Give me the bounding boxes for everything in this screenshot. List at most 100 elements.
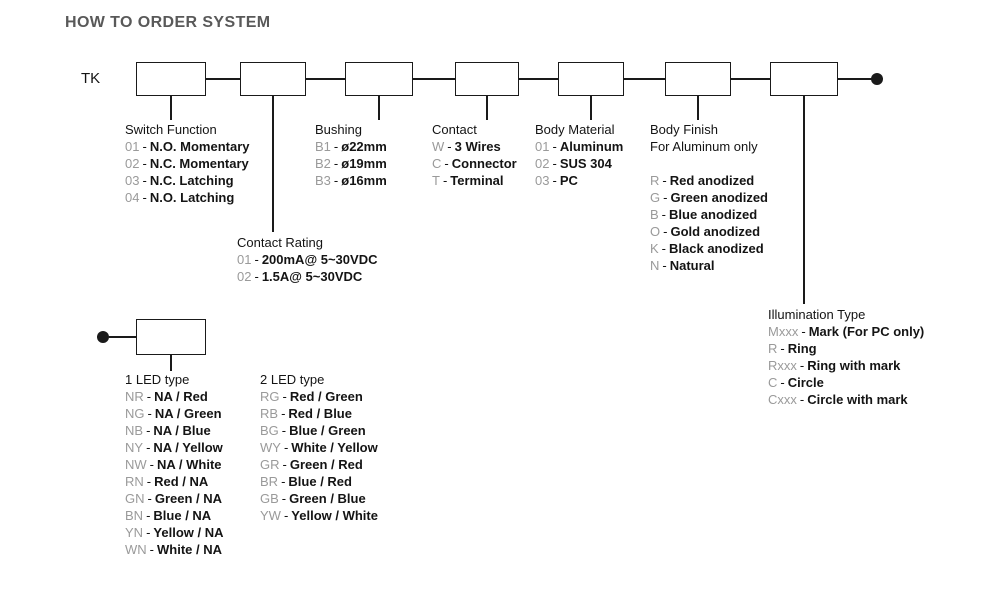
- item-desc: Blue / NA: [153, 508, 212, 523]
- group-header: 2 LED type: [260, 372, 325, 387]
- item-desc: NA / Red: [154, 389, 208, 404]
- item-code: 03: [535, 173, 550, 188]
- code-item: 02-SUS 304: [535, 155, 623, 172]
- item-separator: -: [281, 474, 286, 489]
- group-header: Body Material: [535, 122, 615, 137]
- item-separator: -: [281, 491, 287, 506]
- field-box-switch-function: [136, 62, 206, 96]
- code-item: T-Terminal: [432, 172, 517, 189]
- item-separator: -: [142, 173, 147, 188]
- item-code: W: [432, 139, 445, 154]
- item-desc: Red anodized: [669, 173, 755, 188]
- leader-line: [272, 96, 274, 232]
- item-code: T: [432, 173, 440, 188]
- item-desc: N.C. Momentary: [149, 156, 249, 171]
- code-item: B3-ø16mm: [315, 172, 387, 189]
- field-box-led: [136, 319, 206, 355]
- connector-line: [731, 78, 770, 80]
- group-header: Contact Rating: [237, 235, 323, 250]
- code-item: GN-Green / NA: [125, 490, 223, 507]
- item-separator: -: [661, 207, 667, 222]
- item-desc: Green / Blue: [289, 491, 366, 506]
- item-separator: -: [254, 269, 259, 284]
- code-item: 02-N.C. Momentary: [125, 155, 250, 172]
- item-code: 01: [237, 252, 252, 267]
- code-item: BR-Blue / Red: [260, 473, 378, 490]
- code-item: 03-PC: [535, 172, 623, 189]
- item-desc: Green / Red: [289, 457, 363, 472]
- item-separator: -: [444, 156, 449, 171]
- item-code: B: [650, 207, 659, 222]
- item-separator: -: [333, 139, 339, 154]
- item-code: Cxxx: [768, 392, 797, 407]
- field-box-body-material: [558, 62, 624, 96]
- group-contact: Contact W-3 Wires C-Connector T-Terminal: [432, 121, 517, 189]
- item-desc: Connector: [451, 156, 517, 171]
- item-separator: -: [780, 341, 785, 356]
- item-desc: Mark (For PC only): [808, 324, 925, 339]
- code-item: RB-Red / Blue: [260, 405, 378, 422]
- item-separator: -: [283, 440, 289, 455]
- code-item: NR-NA / Red: [125, 388, 223, 405]
- item-code: B1: [315, 139, 331, 154]
- item-code: RB: [260, 406, 279, 421]
- code-item: GB-Green / Blue: [260, 490, 378, 507]
- code-item: R-Ring: [768, 340, 924, 357]
- connector-line: [838, 78, 872, 80]
- group-illumination-type: Illumination Type Mxxx-Mark (For PC only…: [768, 306, 924, 408]
- group-list: B1-ø22mm B2-ø19mm B3-ø16mm: [315, 138, 387, 189]
- item-separator: -: [254, 252, 259, 267]
- item-separator: -: [801, 324, 806, 339]
- item-code: YW: [260, 508, 281, 523]
- item-code: 01: [535, 139, 550, 154]
- item-code: RN: [125, 474, 144, 489]
- code-item: W-3 Wires: [432, 138, 517, 155]
- leader-line: [697, 96, 699, 120]
- item-code: GN: [125, 491, 145, 506]
- group-2-led-type: 2 LED type RG-Red / Green RB-Red / Blue …: [260, 371, 378, 524]
- item-separator: -: [149, 457, 155, 472]
- item-desc: Blue anodized: [669, 207, 758, 222]
- group-header: Body Finish: [650, 122, 718, 137]
- item-code: WY: [260, 440, 281, 455]
- item-desc: Red / Green: [289, 389, 363, 404]
- item-separator: -: [780, 375, 785, 390]
- code-item: K-Black anodized: [650, 240, 768, 257]
- code-item: B-Blue anodized: [650, 206, 768, 223]
- item-code: NG: [125, 406, 145, 421]
- item-separator: -: [662, 258, 667, 273]
- item-separator: -: [281, 406, 286, 421]
- connector-line: [109, 336, 136, 338]
- code-item: 02-1.5A@ 5~30VDC: [237, 268, 377, 285]
- item-desc: Black anodized: [669, 241, 764, 256]
- code-item: C-Connector: [432, 155, 517, 172]
- code-item: 04-N.O. Latching: [125, 189, 250, 206]
- code-item: NB-NA / Blue: [125, 422, 223, 439]
- item-code: 04: [125, 190, 140, 205]
- led-dot: [97, 331, 109, 343]
- leader-line: [378, 96, 380, 120]
- item-separator: -: [799, 358, 805, 373]
- item-separator: -: [281, 423, 287, 438]
- item-separator: -: [663, 190, 668, 205]
- item-code: 02: [535, 156, 550, 171]
- code-item: NW-NA / White: [125, 456, 223, 473]
- leader-line: [170, 96, 172, 120]
- item-desc: Aluminum: [559, 139, 624, 154]
- code-item: B1-ø22mm: [315, 138, 387, 155]
- item-code: 01: [125, 139, 140, 154]
- item-desc: NA / Green: [154, 406, 222, 421]
- item-code: C: [768, 375, 778, 390]
- group-body-material: Body Material 01-Aluminum 02-SUS 304 03-…: [535, 121, 623, 189]
- group-list: RG-Red / Green RB-Red / Blue BG-Blue / G…: [260, 388, 378, 524]
- item-separator: -: [282, 389, 287, 404]
- code-item: 01-Aluminum: [535, 138, 623, 155]
- code-item: WN-White / NA: [125, 541, 223, 558]
- code-item: NY-NA / Yellow: [125, 439, 223, 456]
- item-separator: -: [282, 457, 287, 472]
- code-item: Rxxx-Ring with mark: [768, 357, 924, 374]
- item-separator: -: [142, 139, 147, 154]
- item-code: GB: [260, 491, 279, 506]
- group-list: 01-Aluminum 02-SUS 304 03-PC: [535, 138, 623, 189]
